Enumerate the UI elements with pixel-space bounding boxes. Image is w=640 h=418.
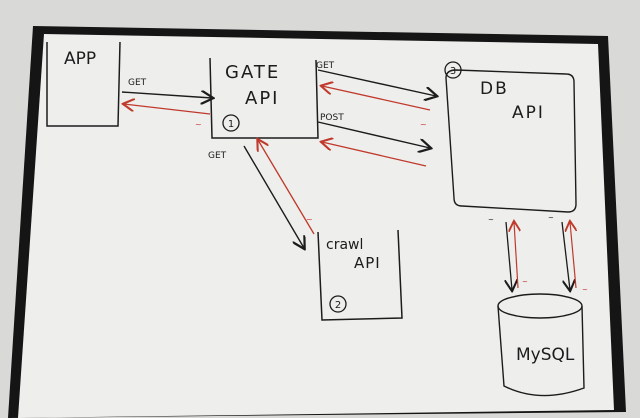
crawl-api-box: crawl API 2: [317, 229, 403, 321]
crawl-api-number-circle: [329, 295, 347, 313]
gate-api-label-line1: GATE: [225, 62, 280, 83]
crawl-api-label-line2: API: [354, 254, 381, 272]
db-api-box: 3 DB API: [444, 61, 577, 213]
db-api-label-line2: API: [512, 103, 545, 123]
red-scribble-6: ~: [522, 278, 528, 286]
arrow-gate-to-db-post: POST: [317, 113, 430, 148]
red-scribble-2: ~: [420, 120, 427, 129]
arrow-db-to-mysql-right: [561, 221, 570, 290]
gate-api-number-circle: [222, 114, 240, 132]
arrow-app-to-gate-label: GET: [128, 78, 147, 88]
crawl-api-label-line1: crawl: [326, 237, 363, 253]
arrow-gate-to-db-get-label: GET: [316, 61, 335, 71]
arrow-app-to-gate: GET: [121, 78, 212, 98]
db-api-label-line1: DB: [480, 79, 509, 99]
gate-api-number: 1: [228, 119, 234, 130]
red-scribble-1: ~: [195, 120, 202, 129]
arrow-db-to-gate-get-response: [322, 86, 431, 111]
arrow-mysql-to-db-right-response: [570, 222, 576, 289]
arrow-db-to-gate-post-response: [322, 142, 427, 167]
arrow-gate-to-db-get: GET: [316, 61, 436, 96]
scribble-4: ~: [488, 216, 494, 224]
red-scribble-3: ~: [306, 215, 313, 224]
app-box: APP: [46, 41, 121, 127]
arrow-mysql-to-db-left-response: [514, 222, 518, 289]
db-api-number-circle: [444, 61, 462, 79]
arrow-db-to-mysql-left: [506, 221, 512, 290]
board-surface: [18, 34, 614, 418]
mysql-label: MySQL: [516, 345, 575, 365]
arrow-gate-to-app-response: [124, 104, 211, 115]
app-label: APP: [64, 49, 96, 69]
red-scribble-7: ~: [582, 286, 588, 294]
arrow-gate-to-db-post-label: POST: [320, 113, 344, 123]
crawl-api-number: 2: [335, 300, 341, 311]
mysql-database: MySQL: [497, 293, 585, 397]
arrow-crawl-to-gate-response: [258, 140, 315, 235]
scribble-5: ~: [548, 214, 554, 222]
arrow-gate-to-crawl-label: GET: [208, 151, 227, 161]
db-api-number: 3: [450, 66, 456, 77]
arrow-gate-to-crawl: GET: [208, 145, 304, 248]
gate-api-label-line2: API: [245, 88, 279, 109]
